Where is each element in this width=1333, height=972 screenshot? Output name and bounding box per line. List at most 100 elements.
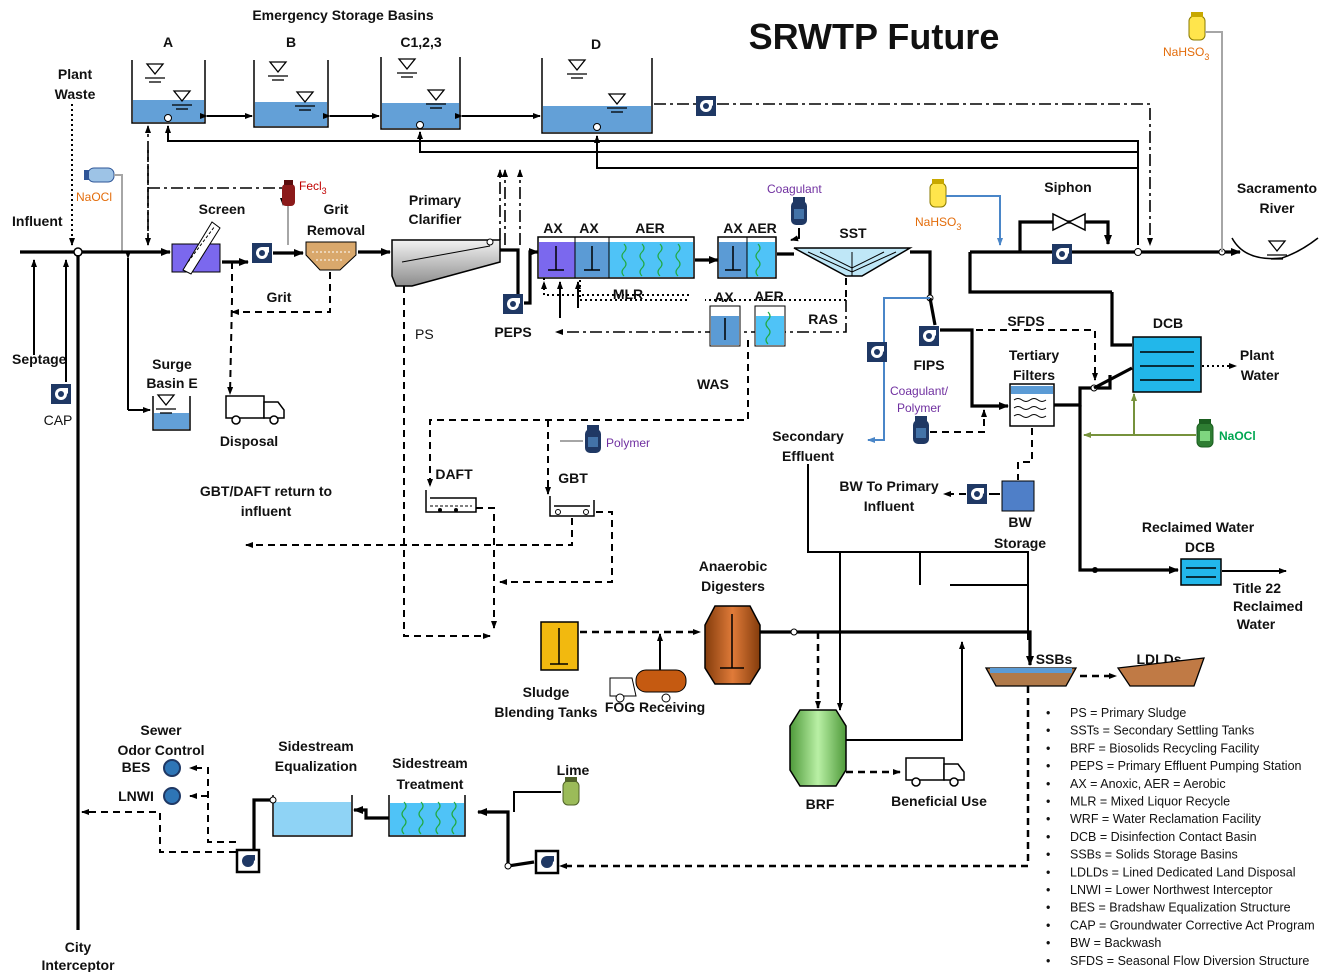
bw-storage-label-2: Storage [994, 535, 1046, 551]
bw-primary-label-2: Influent [864, 498, 915, 514]
ras-label: RAS [808, 311, 838, 327]
basin-a-label: A [163, 34, 173, 50]
lime-tank-icon [562, 777, 580, 806]
plant-waste-label-2: Waste [55, 86, 96, 102]
basin-b [253, 60, 329, 128]
sidestream-treatment-unit [388, 795, 466, 837]
aeration-basin-1 [537, 236, 695, 279]
ps-label: PS [415, 326, 434, 342]
aer3-label: AER [754, 288, 784, 304]
sidestream-treatment-label-1: Sidestream [392, 755, 467, 771]
sludge-blending-label-1: Sludge [523, 684, 570, 700]
anaerobic-digester-unit [704, 605, 761, 685]
secondary-effluent-label-2: Effluent [782, 448, 834, 464]
grit-label: Grit [267, 289, 292, 305]
peps-pump-icon [503, 294, 523, 314]
legend-bullet: • [1046, 901, 1050, 915]
coagulant-label: Coagulant [767, 182, 822, 196]
legend-bullet: • [1046, 848, 1050, 862]
legend-bullet: • [1046, 795, 1050, 809]
surge-basin-label-1: Surge [152, 356, 192, 372]
legend-bullet: • [1046, 777, 1050, 791]
nahso3-top-label: NaHSO3 [1163, 45, 1209, 62]
gbt-return-label-1: GBT/DAFT return to [200, 483, 332, 499]
fips-label: FIPS [913, 357, 944, 373]
cap-label: CAP [44, 412, 73, 428]
legend-item: LDLDs = Lined Dedicated Land Disposal [1070, 865, 1296, 879]
naocl-left-label: NaOCl [76, 190, 112, 204]
basin-return-pump-icon [696, 96, 716, 116]
sidestream-equalization-unit [272, 795, 353, 837]
basin-c-label: C1,2,3 [400, 34, 441, 50]
anaerobic-label-1: Anaerobic [699, 558, 768, 574]
naocl-right-label: NaOCl [1219, 429, 1256, 443]
river-label-2: River [1259, 200, 1295, 216]
bw-primary-label-1: BW To Primary [839, 478, 939, 494]
plant-water-label-1: Plant [1240, 347, 1275, 363]
emergency-basins-label: Emergency Storage Basins [252, 7, 434, 23]
legend-item: CAP = Groundwater Corrective Act Program [1070, 918, 1315, 932]
polymer-tank-icon [585, 425, 601, 453]
legend-item: LNWI = Lower Northwest Interceptor [1070, 883, 1273, 897]
legend-bullet: • [1046, 883, 1050, 897]
reclaimed-dcb-unit [1180, 558, 1222, 586]
city-interceptor-label-1: City [65, 939, 92, 955]
legend-item: AX = Anoxic, AER = Aerobic [1070, 777, 1226, 791]
gbt-label: GBT [558, 470, 588, 486]
screen-label: Screen [199, 201, 246, 217]
reclaimed-label-1: Reclaimed Water [1142, 519, 1255, 535]
aeration-basin-3 [709, 305, 786, 347]
coag-polymer-label-2: Polymer [897, 401, 941, 415]
coag-polymer-label-1: Coagulant/ [890, 384, 949, 398]
grit-removal-label-2: Removal [307, 222, 365, 238]
screen-pump-icon [252, 243, 272, 263]
daft-label: DAFT [435, 466, 473, 482]
basin-c [380, 57, 461, 130]
basin-a [131, 60, 206, 124]
bes-node-icon [163, 759, 181, 777]
basin-d [541, 58, 653, 134]
nahso3-mid-label: NaHSO3 [915, 215, 961, 232]
sst-label: SST [839, 225, 867, 241]
legend-bullet: • [1046, 830, 1050, 844]
secondary-effluent-pump-icon [867, 342, 887, 362]
legend-bullet: • [1046, 865, 1050, 879]
tertiary-label-1: Tertiary [1009, 347, 1060, 363]
legend-item: PEPS = Primary Effluent Pumping Station [1070, 759, 1302, 773]
legend-item: DCB = Disinfection Contact Basin [1070, 830, 1257, 844]
sewer-label-1: Sewer [140, 722, 182, 738]
naocl-left-tank-icon [84, 167, 115, 183]
brf-unit [789, 709, 847, 787]
ssb-unit [984, 667, 1078, 687]
sidestream-pump-icon [534, 849, 560, 875]
title22-label-2: Reclaimed [1233, 598, 1303, 614]
sst-unit [793, 247, 913, 277]
fog-label: FOG Receiving [605, 699, 705, 715]
primary-clarifier-unit [391, 238, 501, 287]
fog-truck-icon [609, 669, 687, 703]
dcb-label: DCB [1153, 315, 1183, 331]
legend-bullet: • [1046, 918, 1050, 932]
bes-label: BES [122, 759, 151, 775]
siphon-pump-icon [1052, 244, 1072, 264]
ax1-label: AX [543, 220, 563, 236]
surge-basin-label-2: Basin E [146, 375, 197, 391]
title22-label-3: Water [1237, 616, 1276, 632]
surge-basin-e [152, 394, 191, 431]
legend-item: BRF = Biosolids Recycling Facility [1070, 741, 1260, 755]
bw-pump-icon [967, 484, 987, 504]
legend-item: BW = Backwash [1070, 936, 1161, 950]
beneficial-use-label: Beneficial Use [891, 793, 987, 809]
river-label-1: Sacramento [1237, 180, 1317, 196]
diagram-title: SRWTP Future [749, 16, 1000, 57]
fecl3-label: Fecl3 [299, 179, 327, 196]
nahso3-top-tank-icon [1188, 11, 1206, 41]
sfds-label: SFDS [1007, 313, 1044, 329]
dcb-unit [1132, 336, 1202, 393]
sidestream-eq-label-1: Sidestream [278, 738, 353, 754]
legend-bullet: • [1046, 759, 1050, 773]
legend-bullet: • [1046, 812, 1050, 826]
lime-label: Lime [557, 762, 590, 778]
sidestream-eq-pump-icon [235, 848, 261, 874]
beneficial-use-truck-icon [905, 757, 965, 787]
